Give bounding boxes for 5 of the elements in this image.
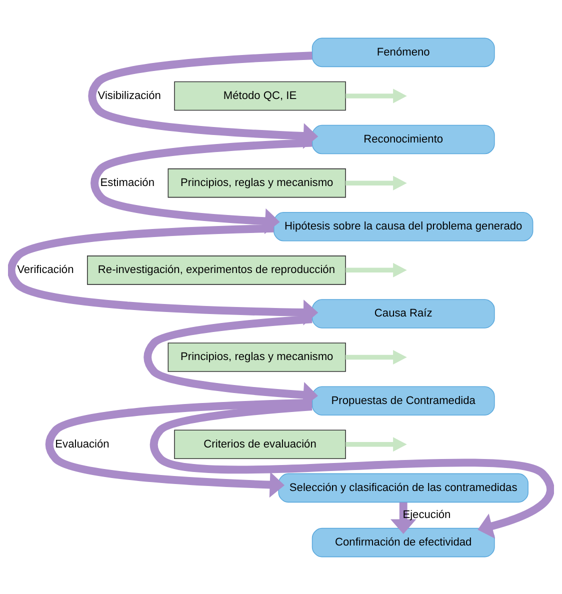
- edge-label: Visibilización: [98, 89, 161, 102]
- edge-label: Verificación: [17, 264, 74, 276]
- edge-label: Estimación: [100, 176, 154, 189]
- edge-label: Evaluación: [55, 438, 110, 450]
- edge-label: Ejecución: [402, 508, 451, 521]
